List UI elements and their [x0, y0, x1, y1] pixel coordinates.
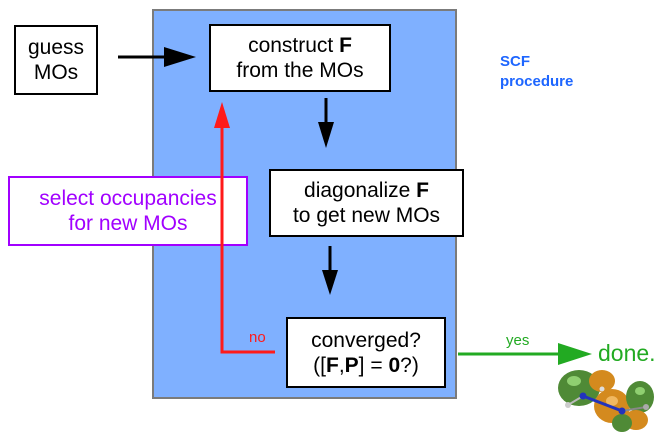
guess-mos-box: guess MOs: [14, 25, 98, 95]
molecular-orbital-picture: [558, 370, 654, 432]
done-label: done.: [598, 340, 656, 366]
converged-box: converged? ([F,P] = 0?): [286, 317, 446, 388]
guess-line2: MOs: [33, 61, 79, 84]
select-line2: for new MOs: [68, 212, 188, 235]
converged-line1: converged?: [311, 328, 421, 352]
diagonalize-f-box: diagonalize F to get new MOs: [269, 169, 464, 237]
select-occupancies-box: select occupancies for new MOs: [8, 176, 248, 246]
construct-line2: from the MOs: [236, 59, 364, 82]
guess-line1: guess: [27, 36, 85, 59]
yes-label: yes: [506, 332, 530, 349]
diagonalize-line2: to get new MOs: [292, 204, 441, 227]
construct-line1: construct F: [248, 34, 352, 57]
no-label: no: [249, 329, 266, 346]
construct-f-box: construct F from the MOs: [209, 24, 391, 92]
converged-line2: ([F,P] = 0?): [313, 353, 419, 377]
scf-procedure-label: SCF procedure: [500, 53, 574, 90]
select-line1: select occupancies: [39, 187, 217, 210]
diagonalize-line1: diagonalize F: [304, 179, 429, 202]
